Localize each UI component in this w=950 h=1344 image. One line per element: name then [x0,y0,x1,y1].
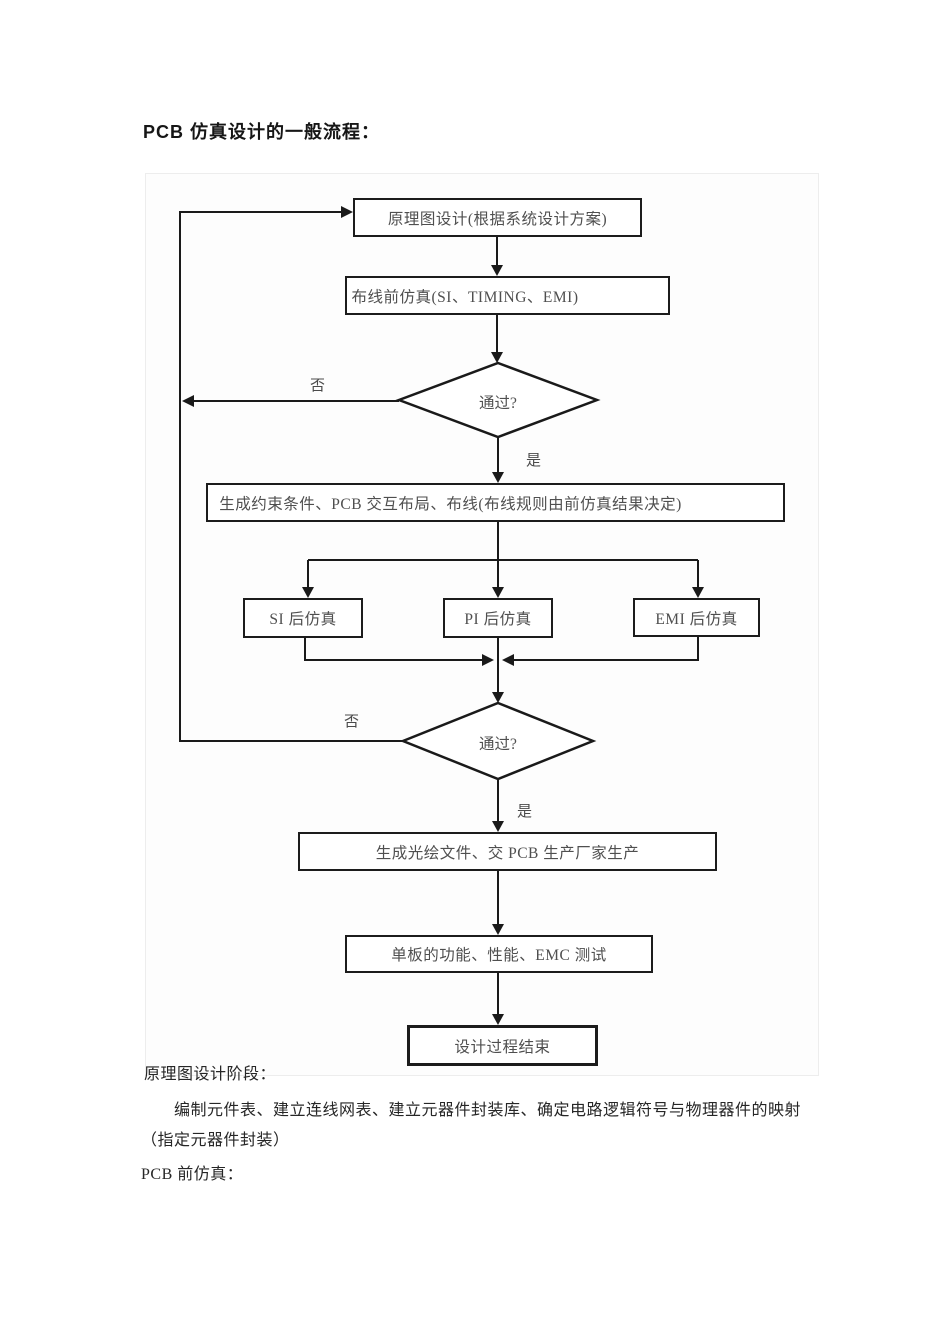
node-pre-route-sim-label: 布线前仿真(SI、TIMING、EMI) [351,288,579,306]
section2-heading: PCB 前仿真： [141,1166,244,1183]
arrowhead-into-decision2 [492,692,504,703]
arrowhead-converge-right [482,654,494,666]
node-pi-post-sim: PI 后仿真 [443,598,553,638]
arrowhead-into-pi [492,587,504,598]
arrowhead-into-emi [692,587,704,598]
node-end-process: 设计过程结束 [407,1025,598,1066]
node-constraints-layout-label: 生成约束条件、PCB 交互布局、布线(布线规则由前仿真结果决定) [219,495,682,513]
node-pre-route-sim: 布线前仿真(SI、TIMING、EMI) [345,276,670,315]
node-emi-post-sim: EMI 后仿真 [633,598,760,637]
edge-converge [304,637,699,693]
arrowhead-into-end [492,1014,504,1025]
edge-label-decision1-yes: 是 [526,453,542,469]
node-decision2-label: 通过? [479,736,517,753]
decision1-diamond [395,361,601,439]
arrowhead-decision1-no [182,395,194,407]
node-board-test-label: 单板的功能、性能、EMC 测试 [391,947,607,964]
page-title: PCB 仿真设计的一般流程： [143,122,381,142]
arrowhead-into-schematic [341,206,353,218]
node-pi-post-sim-label: PI 后仿真 [464,611,532,628]
section1-heading: 原理图设计阶段： [144,1066,277,1083]
edge-label-decision1-no: 否 [310,378,326,394]
node-gerber-production-label: 生成光绘文件、交 PCB 生产厂家生产 [375,844,640,862]
section1-body-line2: （指定元器件封装） [141,1132,290,1149]
arrowhead-into-constraints [492,472,504,483]
decision2-diamond [399,701,597,781]
arrowhead-into-test [492,924,504,935]
node-si-post-sim-label: SI 后仿真 [269,611,337,628]
node-schematic-design-label: 原理图设计(根据系统设计方案) [387,210,608,228]
arrowhead-into-presim [491,265,503,276]
node-si-post-sim: SI 后仿真 [243,598,363,638]
section1-body-line1: 编制元件表、建立连线网表、建立元器件封装库、确定电路逻辑符号与物理器件的映射 [174,1102,802,1119]
node-schematic-design: 原理图设计(根据系统设计方案) [353,198,642,237]
arrowhead-converge-left [502,654,514,666]
arrowhead-into-gerber [492,821,504,832]
edge-feedback-loop [179,211,403,742]
node-constraints-layout: 生成约束条件、PCB 交互布局、布线(布线规则由前仿真结果决定) [206,483,785,522]
node-emi-post-sim-label: EMI 后仿真 [655,610,738,628]
node-end-process-label: 设计过程结束 [454,1038,551,1056]
arrowhead-into-decision1 [491,352,503,363]
edge-branch [307,522,699,588]
node-gerber-production: 生成光绘文件、交 PCB 生产厂家生产 [298,832,717,871]
node-board-test: 单板的功能、性能、EMC 测试 [345,935,653,973]
edge-label-decision2-yes: 是 [517,804,533,820]
node-decision1-label: 通过? [479,395,517,412]
edge-label-decision2-no: 否 [344,714,360,730]
arrowhead-into-si [302,587,314,598]
